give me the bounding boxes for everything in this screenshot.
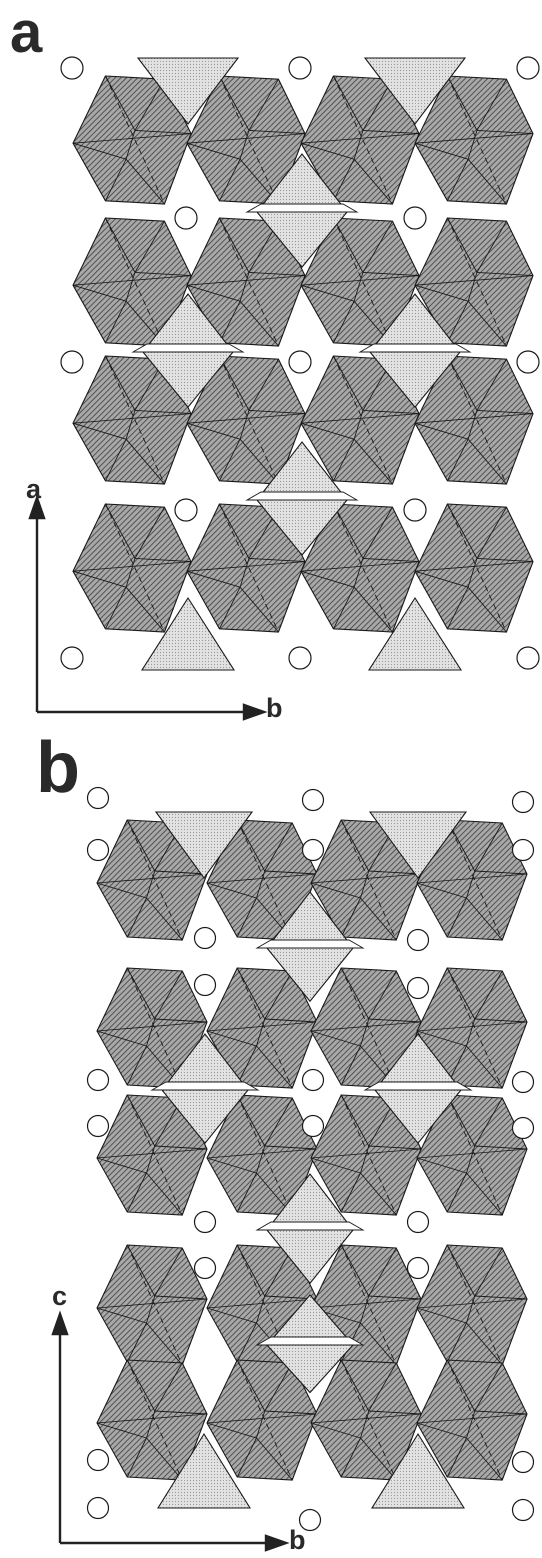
panel-label-a: a xyxy=(10,0,43,65)
tetrahedron-icon xyxy=(140,596,236,671)
circle-icon xyxy=(86,838,110,862)
circle-icon xyxy=(406,928,430,952)
octahedron-icon xyxy=(96,819,208,941)
arrow-icon xyxy=(242,703,268,721)
octahedron-icon xyxy=(206,819,318,941)
circle-icon xyxy=(86,786,110,810)
octahedron-icon xyxy=(414,355,534,485)
circle-icon xyxy=(86,1496,110,1520)
circle-icon xyxy=(406,1256,430,1280)
tetrahedron-icon xyxy=(150,1081,260,1091)
octahedron-icon xyxy=(72,75,192,205)
octahedron-icon xyxy=(186,503,306,633)
arrow-icon xyxy=(51,1310,69,1336)
octahedron-icon xyxy=(416,1359,528,1481)
octahedron-icon xyxy=(414,503,534,633)
circle-icon xyxy=(193,926,217,950)
circle-icon xyxy=(301,1114,325,1138)
panel-b-axes xyxy=(51,1310,290,1552)
circle-icon xyxy=(288,56,312,80)
circle-icon xyxy=(193,1256,217,1280)
octahedron-icon xyxy=(310,1359,422,1481)
tetrahedron-icon xyxy=(154,811,254,879)
arrow-icon xyxy=(28,494,46,520)
tetrahedron-icon xyxy=(255,1221,365,1231)
octahedron-icon xyxy=(206,1094,318,1216)
arrow-icon xyxy=(264,1534,290,1552)
circle-icon xyxy=(301,788,325,812)
circle-icon xyxy=(301,1068,325,1092)
octahedron-icon xyxy=(310,819,422,941)
circle-icon xyxy=(403,498,427,522)
circle-icon xyxy=(86,1068,110,1092)
octahedron-icon xyxy=(300,355,420,485)
circle-icon xyxy=(174,498,198,522)
tetrahedron-icon xyxy=(255,1336,365,1346)
circle-icon xyxy=(403,206,427,230)
octahedron-icon xyxy=(72,355,192,485)
tetrahedron-icon xyxy=(371,1432,465,1509)
tetrahedron-icon xyxy=(358,343,472,353)
circle-icon xyxy=(60,56,84,80)
tetrahedron-icon xyxy=(368,811,468,879)
tetrahedron-icon xyxy=(255,939,365,949)
tetrahedron-icon xyxy=(363,1081,473,1091)
axis-label-b-panel-a: b xyxy=(266,693,283,723)
panel-b-diagram xyxy=(86,786,535,1532)
tetrahedron-icon xyxy=(245,491,359,501)
tetrahedron-icon xyxy=(367,596,463,671)
circle-icon xyxy=(511,1070,535,1094)
circle-icon xyxy=(301,838,325,862)
circle-icon xyxy=(511,838,535,862)
axis-label-a: a xyxy=(26,474,42,504)
octahedron-icon xyxy=(206,967,318,1089)
circle-icon xyxy=(406,1210,430,1234)
octahedron-icon xyxy=(414,75,534,205)
octahedron-icon xyxy=(186,217,306,347)
octahedron-icon xyxy=(96,967,208,1089)
circle-icon xyxy=(511,1498,535,1522)
circle-icon xyxy=(193,1210,217,1234)
circle-icon xyxy=(60,350,84,374)
circle-icon xyxy=(298,1508,322,1532)
circle-icon xyxy=(288,646,312,670)
octahedron-icon xyxy=(96,1359,208,1481)
circle-icon xyxy=(193,973,217,997)
octahedron-icon xyxy=(72,503,192,633)
circle-icon xyxy=(516,56,540,80)
circle-icon xyxy=(511,790,535,814)
octahedron-icon xyxy=(414,217,534,347)
octahedron-icon xyxy=(416,1244,528,1366)
octahedron-icon xyxy=(206,1359,318,1481)
panel-label-b: b xyxy=(36,728,80,808)
tetrahedron-icon xyxy=(363,57,467,125)
octahedron-icon xyxy=(300,503,420,633)
tetrahedron-icon xyxy=(245,203,359,213)
circle-icon xyxy=(516,646,540,670)
panel-a-diagram xyxy=(60,56,540,671)
circle-icon xyxy=(288,350,312,374)
tetrahedron-icon xyxy=(157,1432,251,1509)
tetrahedron-icon xyxy=(136,57,240,125)
circle-icon xyxy=(511,1450,535,1474)
circle-icon xyxy=(174,206,198,230)
octahedron-icon xyxy=(416,967,528,1089)
circle-icon xyxy=(60,646,84,670)
circle-icon xyxy=(516,350,540,374)
octahedron-icon xyxy=(96,1244,208,1366)
octahedron-icon xyxy=(416,1094,528,1216)
circle-icon xyxy=(406,976,430,1000)
axis-label-c: c xyxy=(52,1281,68,1311)
tetrahedron-icon xyxy=(131,343,245,353)
circle-icon xyxy=(86,1448,110,1472)
circle-icon xyxy=(511,1116,535,1140)
panel-a-axes xyxy=(28,494,268,721)
axis-label-b-panel-b: b xyxy=(289,1525,306,1555)
circle-icon xyxy=(86,1114,110,1138)
